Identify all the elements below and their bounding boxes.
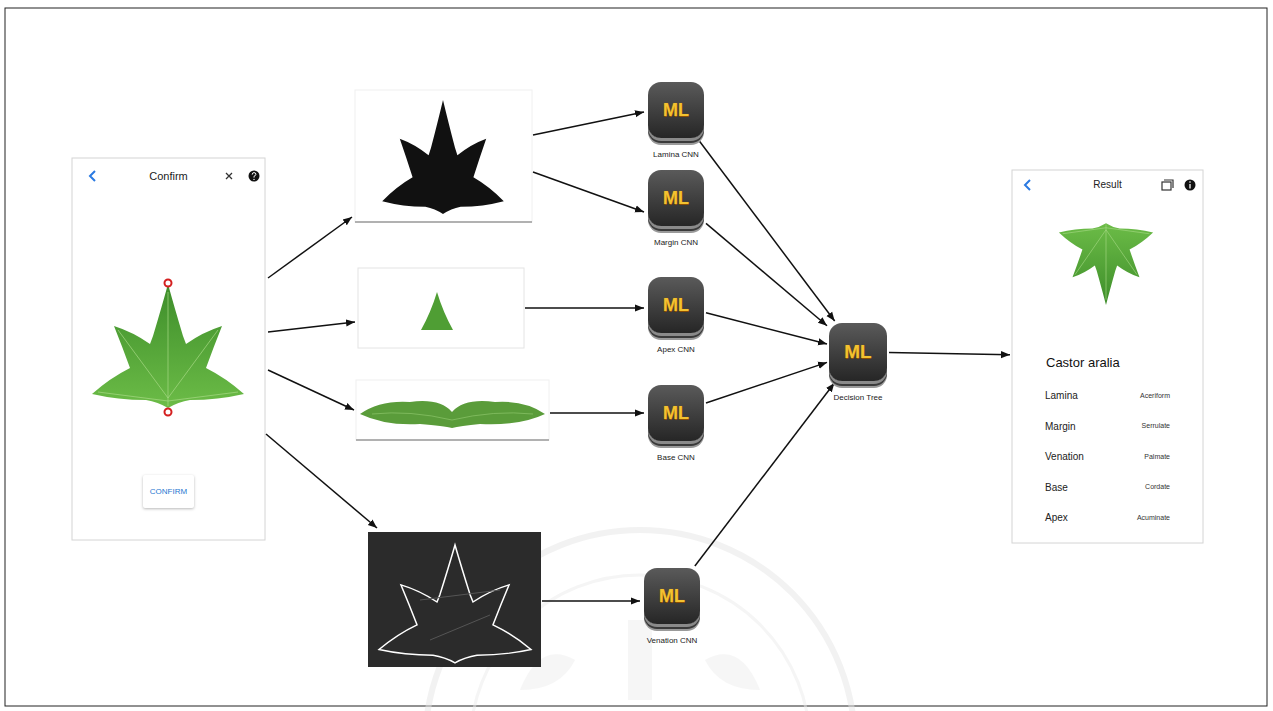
confirm-button: CONFIRM — [143, 475, 194, 508]
feature-name: Apex — [1045, 512, 1068, 524]
flow-arrow — [268, 217, 352, 278]
gallery-icon — [1162, 182, 1171, 190]
ml-badge: ML — [663, 100, 689, 121]
phone-screen — [72, 158, 265, 540]
species-name: Castor aralia — [1046, 356, 1120, 371]
ml-badge: ML — [659, 586, 685, 607]
model-label: Lamina CNN — [653, 150, 699, 159]
flow-arrow — [533, 172, 644, 212]
flow-connector — [706, 223, 827, 325]
ml-badge: ML — [663, 403, 689, 424]
ml-model: ML Venation CNN — [624, 568, 720, 645]
venation-outline — [379, 545, 531, 663]
model-label: Margin CNN — [654, 238, 698, 247]
venation-trace — [420, 590, 500, 640]
flow-arrow — [533, 112, 644, 135]
ml-badge: ML — [663, 295, 689, 316]
help-icon — [249, 171, 260, 182]
help-glyph-dot — [253, 179, 254, 180]
flow-arrow — [268, 370, 354, 410]
info-icon — [1185, 180, 1196, 191]
ml-model: ML Margin CNN — [628, 170, 724, 247]
leaf-blade — [92, 284, 244, 408]
flow-connector — [706, 362, 827, 403]
apex-crop — [421, 292, 453, 330]
screen-title: Confirm — [149, 170, 188, 183]
flow-arrow — [525, 307, 644, 309]
feature-name: Venation — [1045, 451, 1084, 463]
flow-arrow — [550, 412, 644, 414]
panel-underline — [355, 221, 532, 223]
feature-name: Lamina — [1045, 390, 1078, 402]
flow-connector — [699, 140, 835, 321]
flow-arrow — [268, 322, 355, 332]
panel-underline — [356, 439, 549, 441]
ml-model: ML Base CNN — [628, 385, 724, 462]
ml-badge: ML — [844, 341, 871, 363]
flow-connector — [695, 383, 835, 566]
back-chevron — [90, 171, 95, 181]
feature-value: Serrulate — [1142, 422, 1170, 430]
result-screen: ResultCastor araliaLamina AceriformMargin… — [1012, 170, 1203, 543]
feature-name: Margin — [1045, 421, 1076, 433]
base-panel — [356, 380, 549, 440]
info-glyph — [1189, 184, 1190, 189]
base-vein — [372, 413, 533, 420]
silhouette-shape — [382, 100, 504, 214]
feature-value: Cordate — [1145, 483, 1170, 491]
model-label: Decision Tree — [834, 393, 883, 402]
base-marker — [165, 409, 172, 416]
watermark-tower — [628, 620, 652, 700]
ml-model: ML Apex CNN — [628, 277, 724, 354]
apex-panel — [358, 268, 524, 348]
model-label: Venation CNN — [647, 636, 698, 645]
info-glyph-dot — [1189, 181, 1191, 183]
result-leaf — [1059, 223, 1153, 305]
flow-connector — [706, 313, 827, 344]
model-label: Apex CNN — [657, 345, 695, 354]
screen-title: Result — [1093, 179, 1121, 191]
ml-model: ML Lamina CNN — [628, 82, 724, 159]
help-glyph — [252, 173, 256, 178]
base-crop — [360, 401, 545, 428]
leaf-veins — [1063, 224, 1150, 299]
venation-panel — [368, 532, 541, 667]
leaf-blade — [1059, 223, 1153, 305]
feature-value: Palmate — [1144, 453, 1170, 461]
feature-name: Base — [1045, 482, 1068, 494]
apex-marker — [165, 280, 172, 287]
model-label: Base CNN — [657, 453, 695, 462]
ml-badge: ML — [663, 188, 689, 209]
outer-frame — [5, 8, 1267, 706]
flow-connector — [889, 353, 1010, 355]
back-chevron — [1025, 180, 1030, 190]
lamina-silhouette — [382, 100, 504, 214]
preprocess-arrows — [266, 112, 644, 601]
outline-shape — [379, 545, 531, 663]
gallery-icon-back — [1164, 180, 1173, 188]
button-label: CONFIRM — [150, 487, 187, 496]
flow-arrow — [266, 434, 377, 528]
ml-model: ML Decision Tree — [810, 323, 906, 402]
feature-value: Acuminate — [1137, 514, 1170, 522]
leaf-photo — [92, 284, 244, 408]
feature-value: Aceriform — [1140, 392, 1170, 400]
flow-arrow — [542, 600, 640, 602]
leaf-veins — [98, 292, 238, 406]
phone-screen — [1012, 170, 1203, 543]
close-icon — [226, 173, 232, 179]
lamina-panel — [355, 90, 532, 222]
phone-screen: ConfirmCONFIRM — [72, 158, 265, 540]
